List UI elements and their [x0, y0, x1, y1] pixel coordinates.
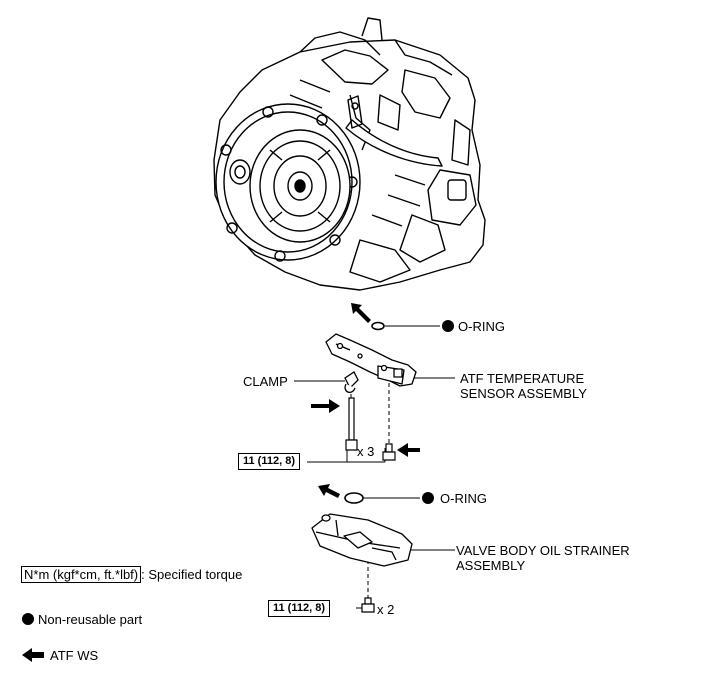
- bolt-count-label-2: x 2: [377, 602, 395, 617]
- transaxle-assembly: [213, 17, 486, 291]
- atf-arrow-3: [397, 443, 420, 457]
- valve-body-oil-strainer-assembly: [311, 513, 413, 567]
- atf-arrow-1: [351, 303, 371, 323]
- legend-atf-text: ATF WS: [50, 648, 99, 663]
- strainer-label-line1: VALVE BODY OIL STRAINER: [456, 543, 630, 558]
- strainer-bolt: [361, 597, 375, 613]
- atf-arrow-2: [311, 399, 340, 413]
- torque-spec-2: 11 (112, 8): [268, 600, 330, 617]
- leader-lines: [294, 325, 455, 609]
- o-ring-label-1: O-RING: [458, 319, 505, 334]
- atf-sensor-label-line2: SENSOR ASSEMBLY: [460, 386, 587, 401]
- o-ring-2: [344, 492, 364, 504]
- legend-atf-arrow: [22, 648, 44, 662]
- o-ring-1: [371, 321, 385, 331]
- nonreusable-marker-1: [442, 320, 454, 332]
- atf-temperature-sensor-assembly: [325, 333, 417, 387]
- bolt-count-label-3: x 3: [357, 444, 375, 459]
- atf-sensor-label-line1: ATF TEMPERATURE: [460, 371, 585, 386]
- o-ring-label-2: O-RING: [440, 491, 487, 506]
- nonreusable-marker-2: [422, 492, 434, 504]
- strainer-label-line2: ASSEMBLY: [456, 558, 526, 573]
- bolt-short: [382, 443, 396, 461]
- clamp-label: CLAMP: [243, 374, 288, 389]
- legend-torque: N*m (kgf*cm, ft.*lbf): Specified torque: [21, 566, 243, 583]
- atf-arrow-4: [318, 484, 340, 498]
- legend-torque-text: : Specified torque: [141, 567, 243, 582]
- torque-spec-1: 11 (112, 8): [238, 453, 300, 470]
- legend-torque-box: N*m (kgf*cm, ft.*lbf): [21, 566, 142, 583]
- legend-nonreusable-text: Non-reusable part: [38, 612, 143, 627]
- clamp: [344, 371, 359, 393]
- bolt-long: [345, 397, 358, 451]
- legend-nonreusable-marker: [22, 613, 34, 625]
